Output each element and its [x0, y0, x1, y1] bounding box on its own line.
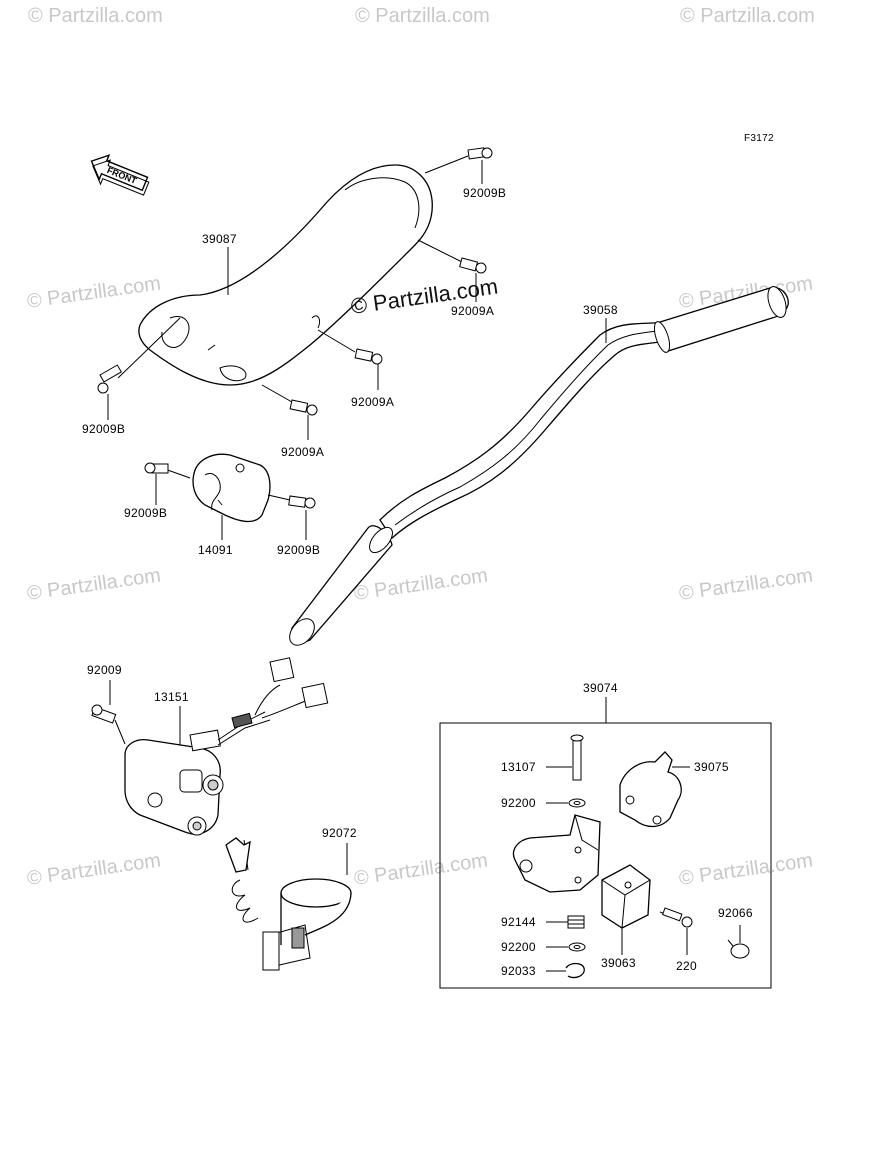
- label-13107: 13107: [501, 760, 536, 774]
- watermark: © Partzilla.com: [26, 849, 163, 890]
- watermark: © Partzilla.com: [353, 564, 490, 605]
- label-92009A-mid: 92009A: [351, 395, 394, 409]
- label-39063: 39063: [601, 956, 636, 970]
- label-92200-a: 92200: [501, 796, 536, 810]
- handlebar-pad: [138, 164, 433, 386]
- label-92009: 92009: [87, 663, 122, 677]
- switch-cover: [192, 453, 271, 523]
- label-39075: 39075: [694, 760, 729, 774]
- switch-assembly: [124, 657, 329, 836]
- bolt-92009B-left: [97, 317, 181, 394]
- label-92072: 92072: [322, 826, 357, 840]
- bolt-92009A-low: [261, 384, 318, 416]
- lanyard: [225, 837, 352, 971]
- bolt-92009A-mid: [317, 329, 383, 365]
- label-220: 220: [676, 959, 697, 973]
- label-39058: 39058: [583, 303, 618, 317]
- bolt-92009B-b: [267, 494, 316, 509]
- watermark: © Partzilla.com: [678, 564, 815, 605]
- label-92144: 92144: [501, 915, 536, 929]
- front-arrow: FRONT: [90, 154, 150, 196]
- label-39087: 39087: [202, 232, 237, 246]
- watermark: © Partzilla.com: [678, 849, 815, 890]
- watermark: © Partzilla.com: [28, 5, 163, 27]
- label-92009B-left: 92009B: [82, 422, 125, 436]
- label-14091: 14091: [198, 543, 233, 557]
- bolt-92009B-a: [144, 462, 191, 479]
- label-92009B-b: 92009B: [277, 543, 320, 557]
- label-92009B-top: 92009B: [463, 186, 506, 200]
- label-92009B-a: 92009B: [124, 506, 167, 520]
- block-39063: [601, 864, 651, 929]
- spring-92144: [567, 915, 585, 929]
- label-92200-b: 92200: [501, 940, 536, 954]
- bolt-92009B-top: [424, 147, 493, 174]
- label-92066: 92066: [718, 906, 753, 920]
- holder: [512, 814, 601, 893]
- label-13151: 13151: [154, 690, 189, 704]
- bolt-92009: [91, 704, 126, 745]
- label-39074: 39074: [583, 681, 618, 695]
- screw-220: [659, 907, 693, 928]
- lever-39075: [619, 751, 682, 828]
- watermark: © Partzilla.com: [26, 564, 163, 605]
- cap-92066: [727, 939, 750, 959]
- watermark: © Partzilla.com: [353, 849, 490, 890]
- figure-code: F3172: [744, 133, 774, 144]
- handlebar: [289, 286, 789, 646]
- pin-13107: [570, 734, 584, 781]
- label-92009A-top: 92009A: [451, 304, 494, 318]
- bolt-92009A-top: [417, 239, 487, 274]
- watermark: © Partzilla.com: [355, 5, 490, 27]
- label-92033: 92033: [501, 964, 536, 978]
- label-92009A-low: 92009A: [281, 445, 324, 459]
- watermark: © Partzilla.com: [26, 272, 163, 313]
- clip-92033: [565, 962, 585, 979]
- watermark: © Partzilla.com: [680, 5, 815, 27]
